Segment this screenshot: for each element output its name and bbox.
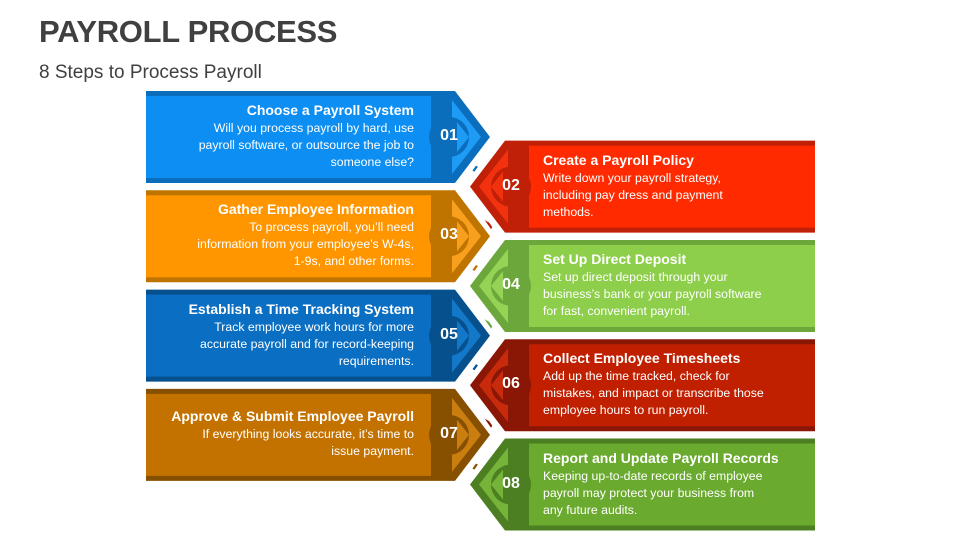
card-body [146,294,431,377]
step-number: 06 [502,375,520,393]
step-title: Report and Update Payroll Records [543,449,779,466]
step-description-line: If everything looks accurate, it’s time … [202,427,414,442]
step-card-05 [145,285,496,386]
step-description-line: Write down your payroll strategy, [543,170,721,185]
card-body [529,344,815,427]
card-body [146,195,431,278]
card-body [529,145,815,228]
step-number: 02 [502,176,520,194]
step-description-line: payroll software, or outsource the job t… [198,138,414,152]
step-description-line: Keeping up-to-date records of employee [543,468,763,483]
card-body [529,443,815,526]
card-body [146,393,431,476]
step-number: 01 [440,127,458,144]
step-number: 05 [440,325,458,343]
step-description-line: for fast, convenient payroll. [543,303,690,318]
step-title: Gather Employee Information [217,201,414,218]
step-description-line: Will you process payroll by hard, use [213,121,414,135]
step-description-line: business’s bank or your payroll software [543,286,762,301]
step-description-line: 1-9s, and other forms. [293,254,414,269]
step-description-line: accurate payroll and for record-keeping [200,336,414,351]
step-text-block: Approve & Submit Employee Payroll If ever… [150,407,414,460]
step-card-06 [464,335,816,436]
step-card-03 [145,186,496,287]
step-title: Collect Employee Timesheets [543,350,741,367]
page-subtitle: 8 Steps to Process Payroll [39,62,262,83]
step-description-line: mistakes, and impact or transcribe those [543,386,764,401]
chevron-arrow [491,370,503,401]
step-description-line: issue payment. [331,444,414,459]
step-number: 04 [502,275,520,293]
step-card-02 [464,136,816,237]
step-description-line: Add up the time tracked, check for [543,369,730,384]
step-card-07 [145,384,496,485]
chevron-arrow [457,320,469,351]
step-card-04 [464,235,816,336]
step-description-line: Set up direct deposit through your [543,269,728,284]
card-body [146,96,431,178]
step-title: Create a Payroll Policy [543,151,694,168]
chevron-arrow [457,221,469,252]
step-description-line: someone else? [330,155,414,169]
step-description-line: employee hours to run payroll. [543,403,709,418]
step-description-line: including pay dress and payment [543,187,723,202]
page-title: PAYROLL PROCESS [39,14,338,49]
step-description-line: payroll may protect your business from [543,485,755,500]
step-text-block: Gather Employee Information To process pa… [150,200,414,270]
chevron-arrow [491,469,503,500]
step-description-line: any future audits. [543,502,638,517]
step-card-01 [145,87,496,187]
step-number: 07 [440,424,458,442]
chevron-arrow [457,122,469,152]
chevron-arrow [457,419,469,450]
step-card-08 [464,434,816,535]
step-description-line: information from your employee's W-4s, [197,237,414,252]
step-description-line: requirements. [338,353,414,368]
step-title: Approve & Submit Employee Payroll [171,408,414,425]
step-number: 03 [440,226,458,244]
chevron-arrow [491,171,503,202]
step-number: 08 [502,474,520,492]
step-description-line: To process payroll, you’ll need [249,220,414,235]
step-title: Establish a Time Tracking System [188,300,414,317]
step-description-line: Track employee work hours for more [214,319,414,334]
card-body [529,244,815,327]
chevron-arrow [491,270,503,301]
step-title: Choose a Payroll System [246,102,414,118]
step-description-line: methods. [543,204,594,219]
step-title: Set Up Direct Deposit [543,250,687,267]
